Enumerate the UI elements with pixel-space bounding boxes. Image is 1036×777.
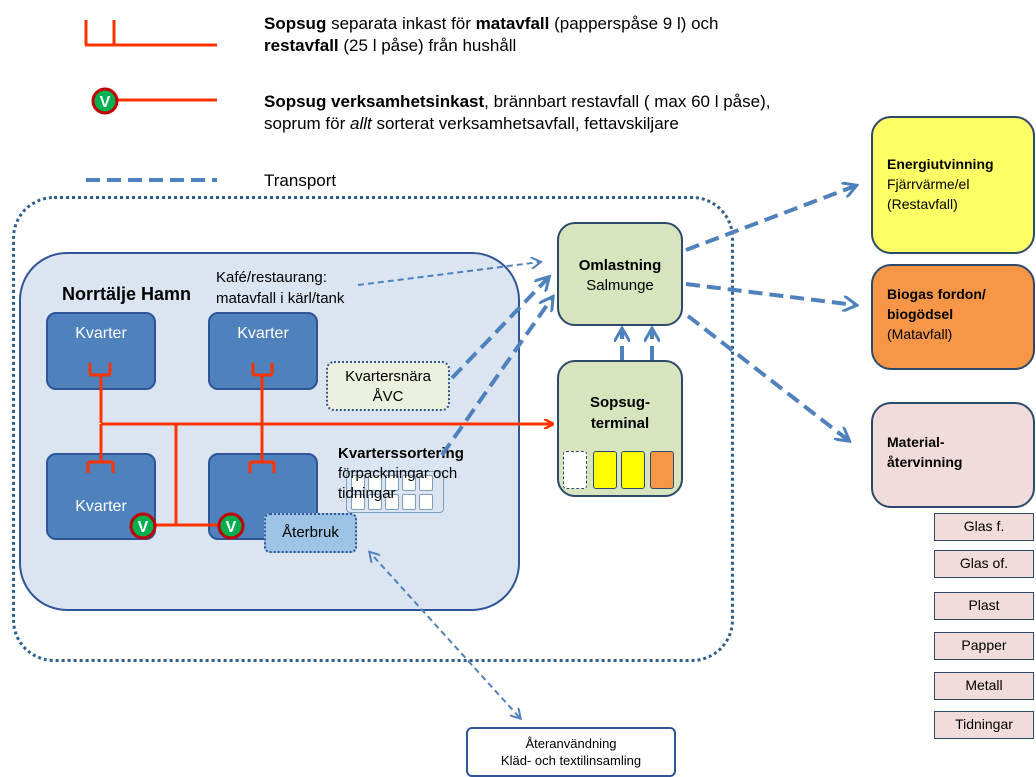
material-item-papper[interactable]: Papper <box>934 632 1034 660</box>
hamn-title: Norrtälje Hamn <box>62 284 192 304</box>
terminal-bin-yellow-1 <box>593 451 617 489</box>
material-item-glas-of[interactable]: Glas of. <box>934 550 1034 578</box>
material-item-glas-f[interactable]: Glas f. <box>934 513 1034 541</box>
kvarterssortering-bins <box>346 471 444 513</box>
terminal-bin-orange <box>650 451 674 489</box>
svg-text:V: V <box>100 94 111 111</box>
biogas-box[interactable]: Biogas fordon/ biogödsel (Matavfall) <box>871 264 1035 370</box>
sopsug-network <box>86 363 552 527</box>
legend-v-icon: V <box>91 87 119 115</box>
material-item-tidningar[interactable]: Tidningar <box>934 711 1034 739</box>
svg-text:V: V <box>138 519 149 536</box>
material-item-plast[interactable]: Plast <box>934 592 1034 620</box>
materialatervinning-box[interactable]: Material- återvinning <box>871 402 1035 508</box>
terminal-bin-yellow-2 <box>621 451 645 489</box>
verksamhet-v-icon-right: V <box>217 512 245 540</box>
transport-arrows <box>440 186 855 457</box>
verksamhet-v-icon-left: V <box>129 512 157 540</box>
terminal-bin-empty <box>563 451 587 489</box>
legend-sopsug-symbol <box>84 20 217 47</box>
legend-verksamhet-text: Sopsug verksamhetsinkast, brännbart rest… <box>264 92 771 133</box>
svg-text:V: V <box>226 519 237 536</box>
aterbruk-box[interactable]: Återbruk <box>264 513 357 553</box>
kvarterssortering-label: Kvarterssortering förpackningar och tidn… <box>338 445 464 502</box>
material-item-metall[interactable]: Metall <box>934 672 1034 700</box>
legend-sopsug-text: Sopsug separata inkast för matavfall (pa… <box>264 14 719 55</box>
kafe-transport-arrow <box>357 262 540 286</box>
legend-transport-text: Transport <box>264 171 337 190</box>
kafe-restaurang-label: Kafé/restaurang:matavfall i kärl/tank <box>216 269 345 307</box>
aterbruk-transport-arrow <box>374 557 520 718</box>
energiutvinning-box[interactable]: Energiutvinning Fjärrvärme/el (Restavfal… <box>871 116 1035 254</box>
